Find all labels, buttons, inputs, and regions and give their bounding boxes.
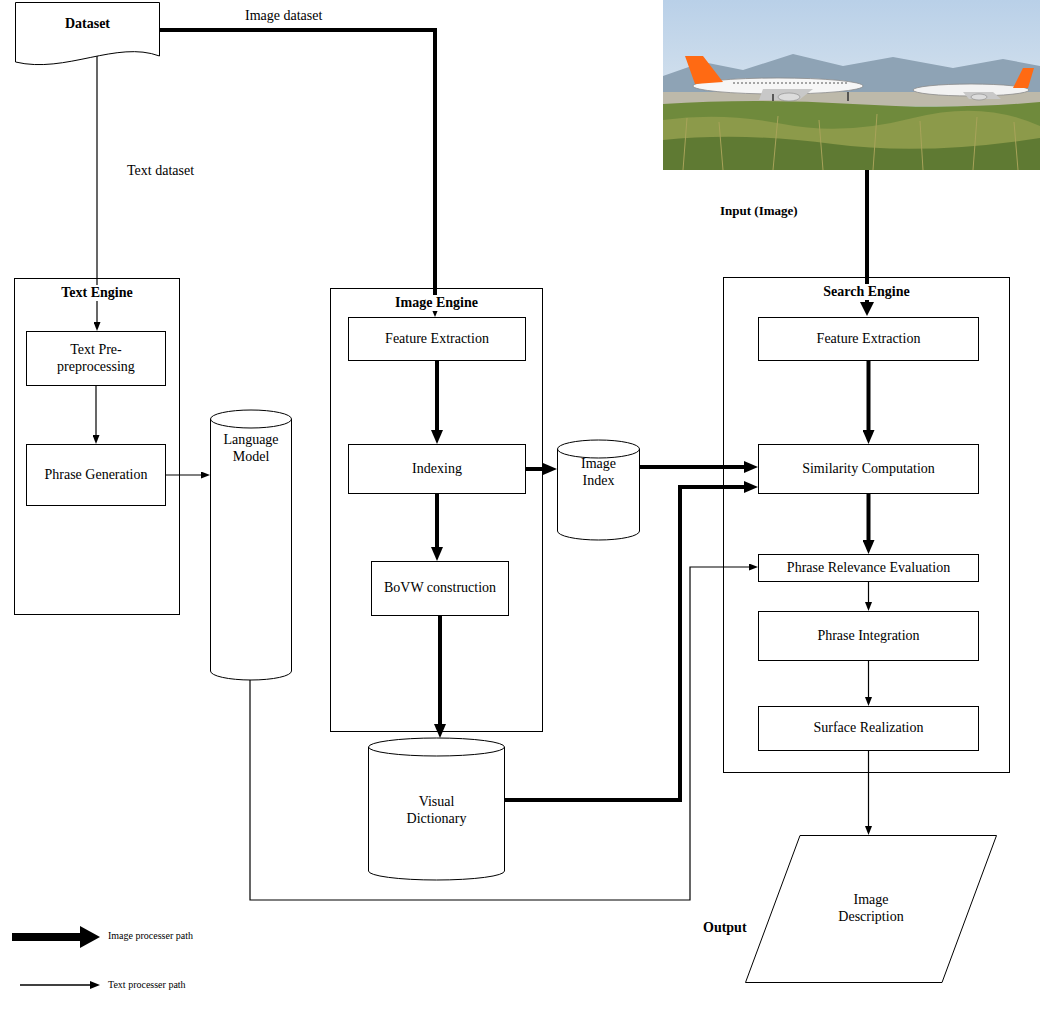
grass [663, 111, 1040, 170]
text-path-arrow [166, 474, 201, 475]
process-box: Text Pre- preprocessing [26, 331, 166, 386]
legend-thin-arrow [90, 981, 100, 989]
legend-text: Text processer path [108, 979, 186, 990]
engine-box: Text EngineText Pre- preprocessingPhrase… [14, 278, 180, 615]
legend-thick-arrow [80, 926, 100, 948]
engine-box: Image EngineFeature ExtractionIndexingBo… [330, 288, 543, 732]
node-label: Phrase Relevance Evaluation [787, 560, 950, 577]
edge-label: Text dataset [125, 163, 196, 179]
grass-blades [683, 114, 1018, 170]
text-path-arrow [96, 53, 97, 322]
shape-outline [16, 3, 160, 65]
shape-outline [746, 836, 997, 983]
image-path-arrow [435, 494, 439, 547]
image-path-arrow [526, 467, 543, 471]
legend-thin-arrow [20, 984, 92, 986]
legend-text: Image processer path [108, 930, 193, 941]
node-label: Visual Dictionary [401, 794, 473, 828]
engine-title: Image Engine [392, 295, 481, 311]
edge-label: Image dataset [243, 8, 324, 24]
grass [663, 137, 1040, 170]
process-box: Phrase Integration [758, 611, 979, 661]
input-wire [865, 170, 869, 302]
image-path-arrow [438, 616, 442, 724]
node-label: Phrase Generation [44, 467, 147, 484]
node-label: Feature Extraction [817, 331, 921, 348]
database-cylinder: Language Model [210, 410, 292, 680]
airplane [685, 56, 863, 101]
output-label: Output [703, 920, 747, 936]
node-label: Feature Extraction [385, 331, 489, 348]
process-box: Indexing [348, 444, 526, 494]
process-box: BoVW construction [371, 561, 509, 616]
image-path-arrow [867, 361, 871, 430]
text-path-arrow [250, 567, 749, 900]
node-label: Language Model [220, 432, 282, 466]
shape-outline [369, 738, 505, 880]
document-outline [15, 2, 160, 70]
output-parallelogram: Image Description [745, 835, 997, 983]
node-label: Phrase Integration [817, 628, 919, 645]
engine-box: Search EngineFeature ExtractionSimilarit… [723, 277, 1010, 773]
cylinder-outline [557, 440, 640, 540]
input-label: Input (Image) [720, 203, 798, 219]
input-photo [663, 0, 1040, 170]
node-label: Indexing [412, 461, 462, 478]
shape-outline [211, 410, 292, 680]
process-box: Feature Extraction [758, 317, 979, 361]
airplane [913, 68, 1034, 100]
node-label: Image Index [576, 456, 621, 490]
cylinder-rim [369, 747, 505, 756]
database-cylinder: Visual Dictionary [368, 738, 505, 880]
process-box: Surface Realization [758, 706, 979, 751]
process-box: Feature Extraction [348, 317, 526, 361]
node-label: Surface Realization [813, 720, 923, 737]
image-path-arrow [435, 361, 439, 430]
grass [663, 101, 1040, 170]
text-path-arrow [868, 751, 869, 826]
engine-title: Text Engine [58, 285, 135, 301]
process-box: Phrase Relevance Evaluation [758, 554, 979, 582]
cylinder-rim [211, 419, 292, 428]
node-label: BoVW construction [384, 580, 496, 597]
sky [663, 0, 1040, 170]
process-box: Similarity Computation [758, 444, 979, 494]
engine-title: Search Engine [820, 284, 912, 300]
node-label: Dataset [65, 16, 110, 33]
node-label: Similarity Computation [802, 461, 935, 478]
document-shape: Dataset [15, 2, 160, 70]
text-path-arrow [868, 661, 869, 697]
text-path-arrow [95, 386, 96, 435]
database-cylinder: Image Index [557, 440, 640, 540]
arrow-head [860, 302, 874, 316]
legend-thick-arrow [12, 933, 82, 941]
node-label: Image Description [826, 892, 916, 926]
node-label: Text Pre- preprocessing [33, 342, 159, 376]
image-path-arrow [867, 494, 871, 540]
text-path-arrow [868, 582, 869, 602]
image-path-arrow [640, 465, 744, 469]
shape-outline [558, 440, 640, 540]
process-box: Phrase Generation [26, 444, 166, 506]
image-path-arrow [160, 30, 435, 303]
